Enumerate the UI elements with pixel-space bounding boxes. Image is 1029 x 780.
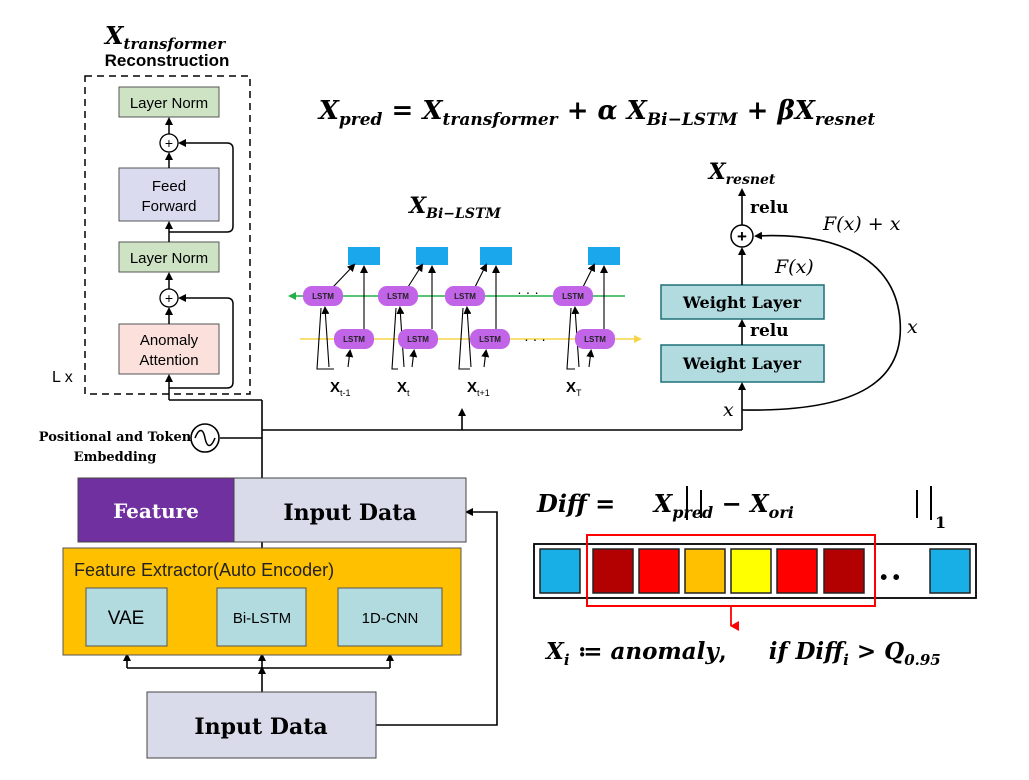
feature-extractor-title: Feature Extractor(Auto Encoder) xyxy=(74,560,334,580)
lstm-backward-label-1: LSTM xyxy=(387,292,409,301)
lstm-forward-cell-1 xyxy=(398,329,438,349)
bilstm-input-label-1: Xt xyxy=(397,379,410,398)
feed-forward-label-1: Feed xyxy=(152,178,186,195)
bilstm-output-1 xyxy=(416,247,448,265)
transformer-arrows xyxy=(165,117,234,400)
lstm-forward-cell-2 xyxy=(470,329,510,349)
lstm-backward-cell-1 xyxy=(378,286,418,306)
anomaly-attention-label-2: Attention xyxy=(139,352,198,369)
input-x-label: x xyxy=(723,399,734,421)
skip-x-label: x xyxy=(907,316,918,338)
bilstm-ellipsis-bottom: · · · xyxy=(524,331,546,347)
feature-box xyxy=(77,477,235,543)
weight-layer-bottom xyxy=(660,344,825,383)
lstm-backward-label-2: LSTM xyxy=(454,292,476,301)
diff-cell-5 xyxy=(776,548,818,594)
diff-cell-7 xyxy=(929,548,971,594)
diff-cells xyxy=(539,548,971,594)
add-symbol-bottom: + xyxy=(165,290,173,306)
fx-label: F(x) xyxy=(774,256,814,278)
lstm-forward-cell-0 xyxy=(334,329,374,349)
resnet-arrows xyxy=(738,188,902,430)
skip-connection-label: F(x) + x xyxy=(822,213,901,235)
feed-forward-label-2: Forward xyxy=(141,198,196,215)
anomaly-attention-label-1: Anomaly xyxy=(140,332,199,349)
transformer-block: Xtransformer Reconstruction L x Layer No… xyxy=(52,21,251,400)
diff-cell-6 xyxy=(823,548,865,594)
diff-cell-0 xyxy=(539,548,581,594)
diff-formula: Diff = Xpred − Xori 1 xyxy=(536,486,946,532)
transformer-title: Xtransformer xyxy=(103,21,226,53)
resnet-add-symbol: + xyxy=(737,227,747,246)
bilstm-module-box xyxy=(216,587,307,647)
diff-cell-3 xyxy=(684,548,726,594)
relu-top-label: relu xyxy=(750,198,789,218)
layer-norm-top-label: Layer Norm xyxy=(130,95,208,112)
diff-expression: Diff = Xpred − Xori xyxy=(536,489,794,522)
bilstm-output-2 xyxy=(480,247,512,265)
layer-norm-mid-label: Layer Norm xyxy=(130,250,208,267)
diff-array-frame xyxy=(533,543,977,599)
lstm-forward-label-2: LSTM xyxy=(479,335,501,344)
diff-array: • • xyxy=(533,534,977,631)
feature-extractor: Feature Extractor(Auto Encoder) VAE Bi-L… xyxy=(62,547,462,656)
input-data-box-bottom xyxy=(146,691,377,759)
input-data-label-top: Input Data xyxy=(283,500,416,526)
diff-cell-1 xyxy=(592,548,634,594)
embedding-label-1: Positional and Token xyxy=(39,430,192,445)
diff-ellipsis: • • xyxy=(880,567,900,589)
lstm-backward-cell-0 xyxy=(303,286,343,306)
add-symbol-top: + xyxy=(165,135,173,151)
prediction-formula: Xpred = Xtransformer + α XBi−LSTM + βXre… xyxy=(317,96,876,130)
lstm-forward-cell-3 xyxy=(575,329,615,349)
lstm-forward-label-0: LSTM xyxy=(343,335,365,344)
weight-layer-bottom-label: Weight Layer xyxy=(682,354,802,373)
diff-cell-4 xyxy=(730,548,772,594)
weight-layer-top xyxy=(660,284,825,320)
vae-box xyxy=(85,587,168,647)
bilstm-block: XBi−LSTM LSTMLSTMLSTMLSTMLSTMLSTMLSTMLST… xyxy=(288,193,642,398)
transformer-dashed-frame xyxy=(84,75,251,395)
bilstm-input-label-3: XT xyxy=(566,379,582,398)
diff-cell-2 xyxy=(638,548,680,594)
resnet-title: Xresnet xyxy=(707,159,776,188)
bilstm-ellipsis-top: · · · xyxy=(517,284,539,300)
lstm-backward-label-3: LSTM xyxy=(562,292,584,301)
bilstm-module-label: Bi-LSTM xyxy=(233,610,291,627)
feature-input-bar: Feature Input Data xyxy=(77,477,467,543)
bilstm-title: XBi−LSTM xyxy=(407,193,501,222)
lstm-forward-label-1: LSTM xyxy=(407,335,429,344)
anomaly-attention-box xyxy=(118,323,220,375)
input-data-label-bottom: Input Data xyxy=(194,714,327,740)
norm-subscript: 1 xyxy=(935,513,946,532)
norm-bars xyxy=(686,486,932,520)
vae-label: VAE xyxy=(108,608,145,629)
relu-mid-label: relu xyxy=(750,321,789,341)
bilstm-cells: LSTM LSTM LSTM LSTM LSTM LSTM LSTM LSTM xyxy=(288,247,642,370)
input-data-box-top xyxy=(233,477,467,543)
weight-layer-top-label: Weight Layer xyxy=(682,293,802,312)
bilstm-input-label-2: Xt+1 xyxy=(467,379,490,398)
bilstm-output-3 xyxy=(588,247,620,265)
transformer-subtitle: Reconstruction xyxy=(105,51,230,70)
cnn-module-label: 1D-CNN xyxy=(362,610,419,627)
anomaly-rule: Xi ≔ anomaly,if Diffi > Q0.95 xyxy=(544,638,941,669)
feature-label: Feature xyxy=(113,499,199,523)
cnn-module-box xyxy=(337,587,443,647)
resnet-block: Xresnet relu F(x) + x + F(x) Weight Laye… xyxy=(660,159,918,430)
bilstm-input-label-0: Xt-1 xyxy=(330,379,351,398)
bilstm-input-labels: Xt-1 Xt Xt+1 XT xyxy=(330,379,582,398)
repeat-label: L x xyxy=(52,369,73,386)
embedding: Positional and Token Embedding xyxy=(39,423,220,465)
bilstm-output-0 xyxy=(348,247,380,265)
lstm-backward-cell-3 xyxy=(553,286,593,306)
lstm-forward-label-3: LSTM xyxy=(584,335,606,344)
lstm-backward-label-0: LSTM xyxy=(312,292,334,301)
embedding-label-2: Embedding xyxy=(74,450,157,465)
lstm-backward-cell-2 xyxy=(445,286,485,306)
